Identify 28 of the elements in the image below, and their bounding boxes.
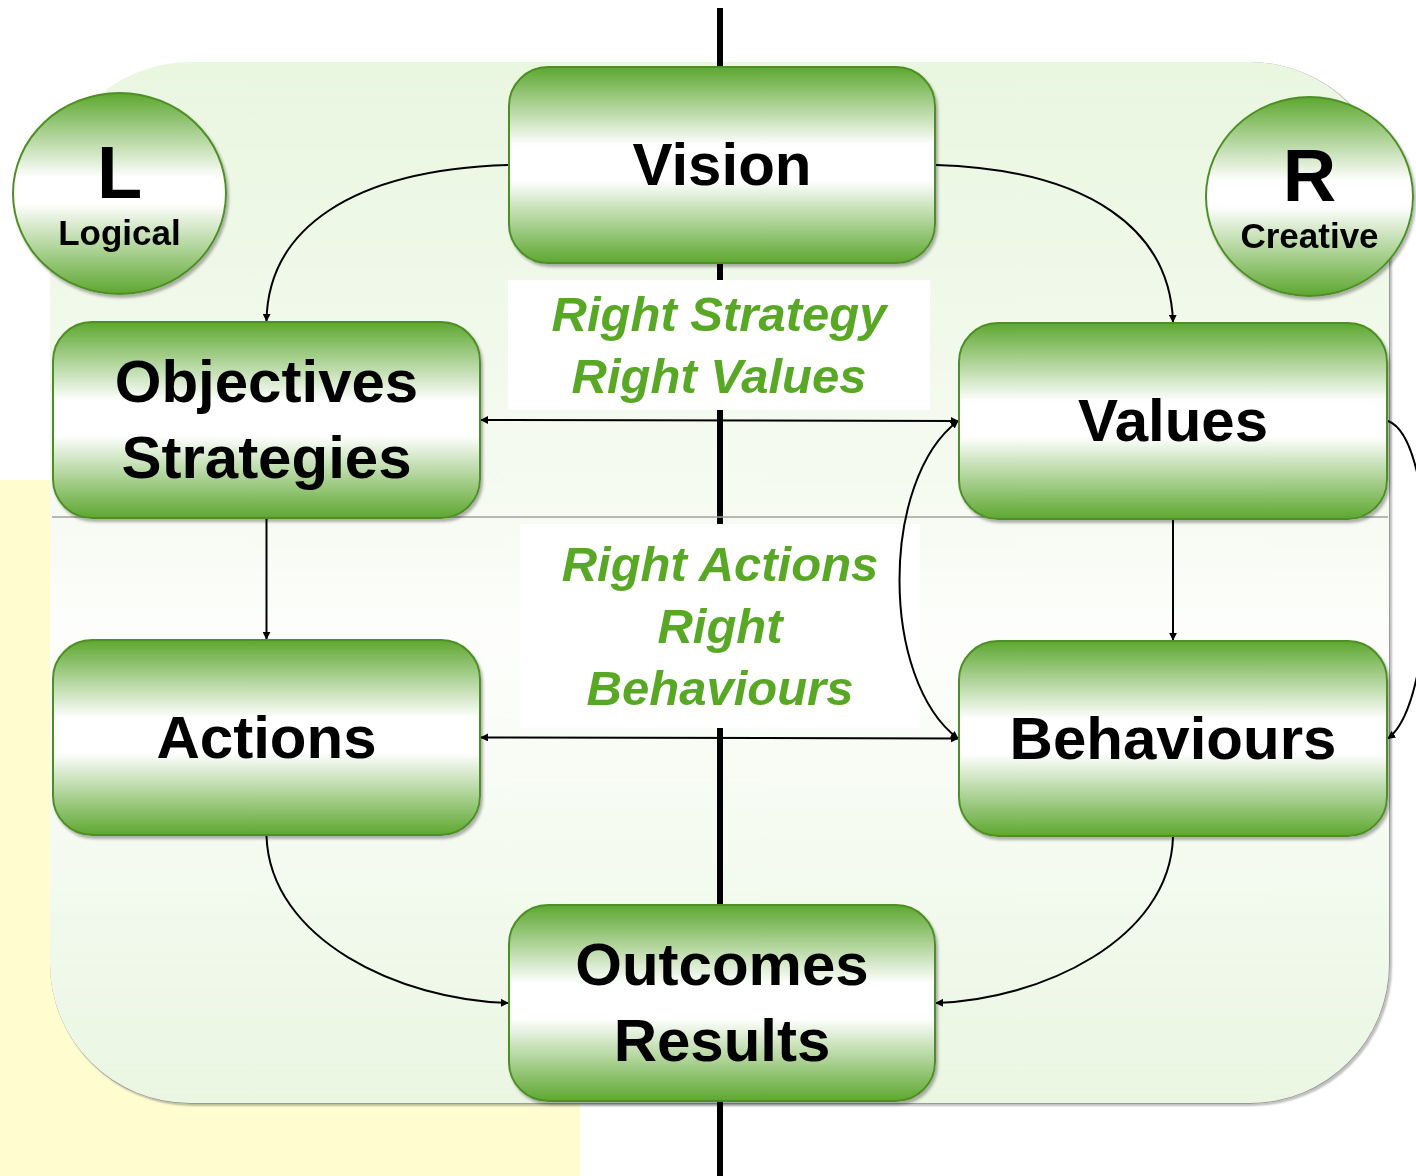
- slogan-text: Right Actions Right Behaviours: [560, 536, 880, 717]
- box-label: Vision: [632, 130, 812, 200]
- arrow: [935, 836, 1174, 1007]
- box-label: Objectives Strategies: [113, 347, 420, 493]
- arrow: [1169, 519, 1177, 641]
- arrow: [263, 164, 509, 322]
- arrow: [480, 733, 959, 743]
- circle-letter: R: [1282, 137, 1337, 214]
- circle-letter: L: [96, 134, 143, 211]
- slogan-text: Right Strategy Right Values: [550, 286, 890, 405]
- arrow: [265, 835, 509, 1007]
- arrow: [1387, 420, 1416, 740]
- arrow: [898, 420, 959, 740]
- box-label: Outcomes Results: [574, 930, 870, 1076]
- circle-caption: Creative: [1240, 215, 1379, 256]
- box-label: Behaviours: [1009, 703, 1337, 774]
- process-box: [508, 904, 936, 1102]
- process-box: [52, 321, 481, 519]
- circle-caption: Logical: [58, 212, 181, 253]
- box-label: Actions: [156, 702, 377, 773]
- box-label: Values: [1077, 386, 1269, 456]
- arrow: [935, 164, 1177, 323]
- arrow: [262, 518, 271, 640]
- process-box: [52, 639, 481, 836]
- process-box: [958, 322, 1388, 520]
- arrow: [480, 416, 959, 425]
- process-box: [508, 66, 936, 264]
- process-box: [958, 640, 1388, 837]
